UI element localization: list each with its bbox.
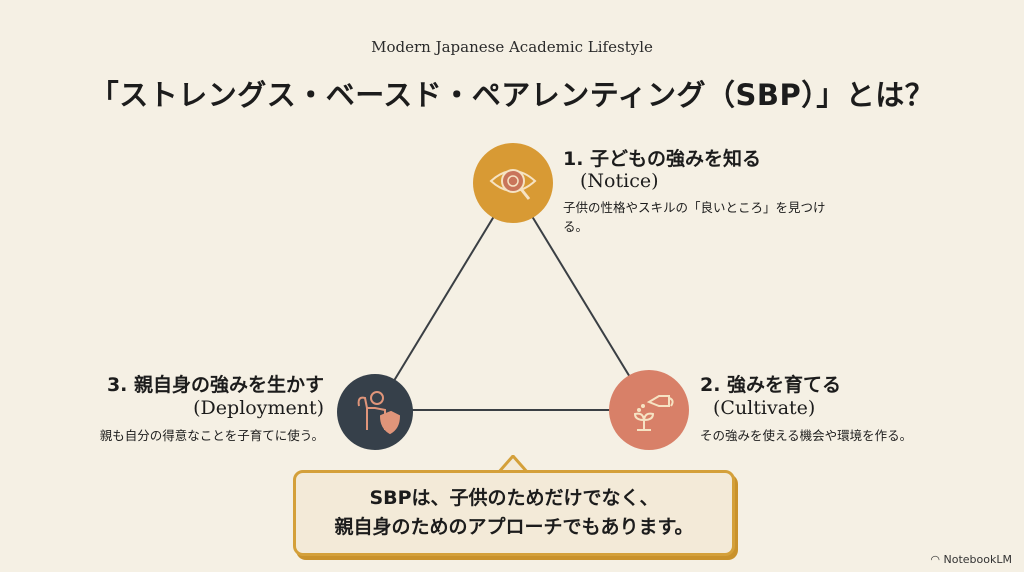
notebooklm-logo: ◠ NotebookLM xyxy=(930,553,1012,566)
slide-title: 「ストレングス・ベースド・ペアレンティング（SBP）」とは？ xyxy=(89,78,935,112)
step-1-english: (Notice) xyxy=(580,170,659,192)
eye-magnifier-icon xyxy=(473,143,553,223)
step-2-title: 2. 強みを育てる xyxy=(700,374,842,396)
step-3-english: (Deployment) xyxy=(193,397,324,419)
callout-pointer xyxy=(498,455,528,474)
step-2-desc: その強みを使える機会や環境を作る。 xyxy=(700,428,913,443)
logo-text: NotebookLM xyxy=(943,553,1012,566)
step-1-desc: 子供の性格やスキルの「良いところ」を見つける。 xyxy=(563,200,826,234)
callout-box: SBPは、子供のためだけでなく、 親自身のためのアプローチでもあります。 xyxy=(293,470,735,556)
callout-line-2: 親自身のためのアプローチでもあります。 xyxy=(334,516,694,538)
step-1-title: 1. 子どもの強みを知る xyxy=(563,148,762,170)
slide-subtitle: Modern Japanese Academic Lifestyle xyxy=(371,38,653,56)
strong-person-shield-icon xyxy=(337,374,413,450)
step-3-desc: 親も自分の得意なことを子育てに使う。 xyxy=(99,428,324,443)
step-3-title: 3. 親自身の強みを生かす xyxy=(106,374,324,396)
step-2-english: (Cultivate) xyxy=(713,397,816,419)
callout-line-1: SBPは、子供のためだけでなく、 xyxy=(369,487,659,509)
watering-can-sprout-icon xyxy=(609,370,689,450)
